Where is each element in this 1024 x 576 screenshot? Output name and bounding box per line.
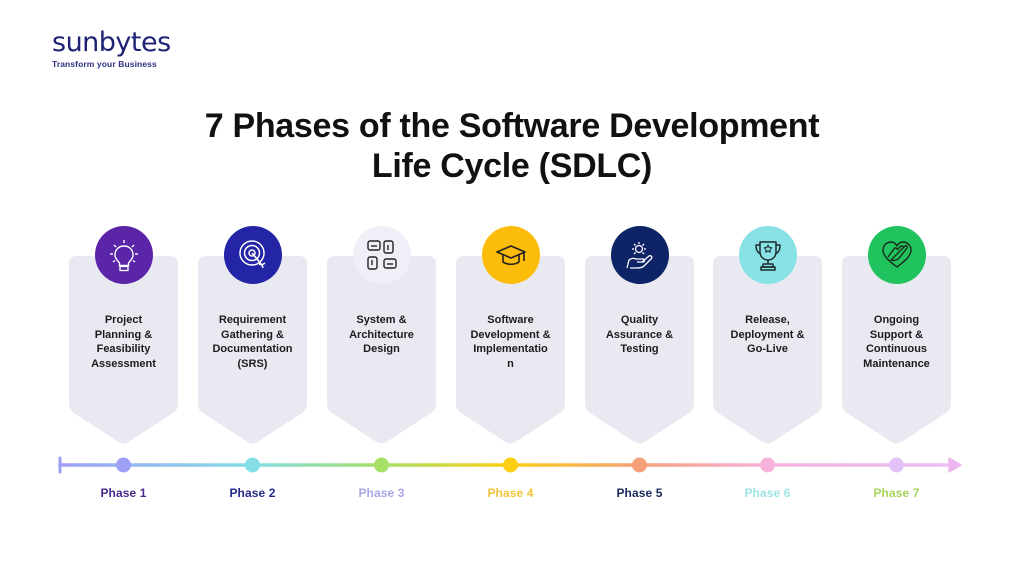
timeline-dot-1 — [116, 457, 131, 473]
phase-title-line: Release, — [745, 314, 790, 326]
brand-tagline: Transform your Business — [52, 59, 157, 69]
card-background — [713, 256, 822, 444]
heart-hand-icon — [881, 241, 912, 268]
page-title: 7 Phases of the Software Development Lif… — [0, 106, 1024, 186]
phase-title-line: Assurance & — [605, 328, 674, 341]
graduation-cap-icon — [495, 245, 526, 266]
title-line-2: Life Cycle (SDLC) — [371, 147, 653, 185]
phase-title-line: Go-Live — [747, 343, 788, 355]
phase-icon-badge-1 — [94, 226, 153, 284]
phase-icon-badge-3 — [352, 226, 411, 284]
phase-title-line: Ongoing — [873, 314, 920, 326]
phase-title-line: Design — [363, 343, 400, 355]
card-background — [69, 256, 178, 444]
phase-label-3: Phase 3 — [358, 486, 405, 500]
phase-icon-badge-6 — [738, 226, 797, 284]
card-background — [842, 256, 951, 444]
timeline-dot-2 — [245, 457, 260, 473]
phase-title-line: Deployment & — [730, 328, 805, 341]
phase-title-line: System & — [356, 314, 407, 326]
card-background — [456, 256, 565, 444]
phase-title-line: Testing — [620, 343, 659, 355]
brand-name: sunbytes — [52, 27, 171, 58]
phase-title-line: n — [507, 357, 514, 370]
phase-title-line: (SRS) — [237, 357, 268, 370]
phase-label-4: Phase 4 — [487, 486, 534, 500]
title-line-1: 7 Phases of the Software Development — [204, 107, 820, 145]
card-background — [585, 256, 694, 444]
timeline-dot-5 — [632, 457, 647, 473]
phase-title-line: Software — [487, 314, 534, 326]
phase-title-line: Support & — [869, 328, 924, 341]
phase-title-line: Continuous — [865, 343, 928, 355]
hand-sun-icon — [625, 242, 652, 269]
phase-title: Release, Deployment & Go-Live — [717, 313, 818, 357]
teamwork-hands-icon — [366, 240, 397, 270]
phase-title-line: Development & — [470, 328, 551, 341]
phase-icon-badge-5 — [610, 226, 669, 284]
trophy-icon — [754, 241, 781, 271]
phase-title-line: Quality — [620, 314, 659, 326]
phase-card-6: Release, Deployment & Go-Live — [713, 256, 822, 446]
card-background — [327, 256, 436, 444]
phase-title-line: Feasibility — [96, 343, 151, 355]
phase-title-line: Planning & — [94, 328, 153, 341]
timeline-dot-6 — [760, 457, 775, 473]
phase-title-line: Gathering & — [221, 328, 284, 341]
phase-label-6: Phase 6 — [744, 486, 791, 500]
card-background — [198, 256, 307, 444]
timeline-dot-7 — [889, 457, 904, 473]
phase-icon-badge-4 — [481, 226, 540, 284]
phase-label-1: Phase 1 — [100, 486, 147, 500]
phase-title-line: Requirement — [218, 314, 287, 326]
phase-icon-badge-7 — [867, 226, 926, 284]
timeline-dot-4 — [503, 457, 518, 473]
phase-title-line: Assessment — [91, 357, 156, 370]
timeline-dot-3 — [374, 457, 389, 473]
timeline-arrow-icon — [948, 457, 962, 473]
phase-title-line: Maintenance — [863, 357, 930, 370]
phase-title-line: Implementatio — [473, 343, 548, 355]
target-icon — [238, 240, 265, 269]
lightbulb-icon — [109, 240, 138, 272]
phase-title-line: Documentation — [212, 343, 293, 355]
phase-label-5: Phase 5 — [616, 486, 663, 500]
phase-label-7: Phase 7 — [873, 486, 920, 500]
phase-icon-badge-2 — [223, 226, 282, 284]
brand-logo: sunbytes Transform your Business — [52, 27, 171, 70]
phase-title-line: Project — [104, 314, 143, 326]
phase-label-2: Phase 2 — [229, 486, 276, 500]
phase-title-line: Architecture — [349, 328, 414, 341]
